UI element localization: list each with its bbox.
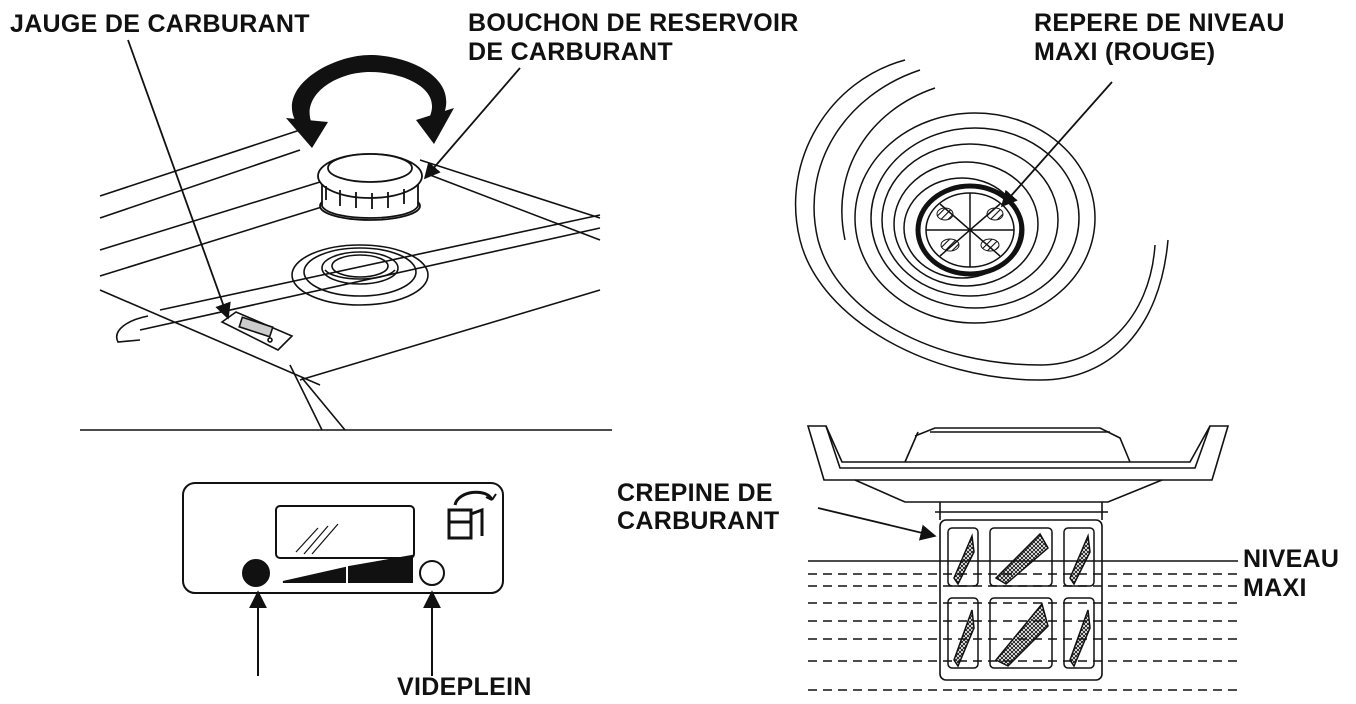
filler-neck-top-view xyxy=(794,59,1169,381)
fuel-cap xyxy=(317,153,423,221)
label-fuel-cap-line2: DE CARBURANT xyxy=(468,38,673,66)
label-strainer-line2: CARBURANT xyxy=(617,507,780,535)
fuel-gauge-small xyxy=(220,311,294,351)
label-fuel-cap-line1: BOUCHON DE RESERVOIR xyxy=(468,9,799,37)
fuel-level-lines xyxy=(808,560,1238,691)
gauge-detail xyxy=(182,482,504,594)
leader-strainer xyxy=(817,507,937,541)
leader-fuel-cap xyxy=(423,67,521,180)
filler-neck xyxy=(291,244,429,306)
leader-fuel-gauge xyxy=(127,39,231,320)
strainer-pads-top xyxy=(936,207,1004,252)
strainer-mesh-windows xyxy=(947,527,1095,669)
label-max-level-line1: NIVEAU xyxy=(1243,545,1340,573)
leader-max-mark xyxy=(1000,81,1113,208)
label-fuel-gauge: JAUGE DE CARBURANT xyxy=(10,10,310,38)
label-strainer-line1: CREPINE DE xyxy=(617,479,773,507)
label-max-level-line2: MAXI xyxy=(1243,574,1307,602)
rotate-arrow-icon xyxy=(286,55,454,148)
label-max-mark-line2: MAXI (ROUGE) xyxy=(1034,38,1216,66)
fuel-pump-icon xyxy=(447,490,497,540)
label-empty-full: VIDEPLEIN xyxy=(397,673,532,701)
label-max-mark-line1: REPERE DE NIVEAU xyxy=(1034,9,1285,37)
